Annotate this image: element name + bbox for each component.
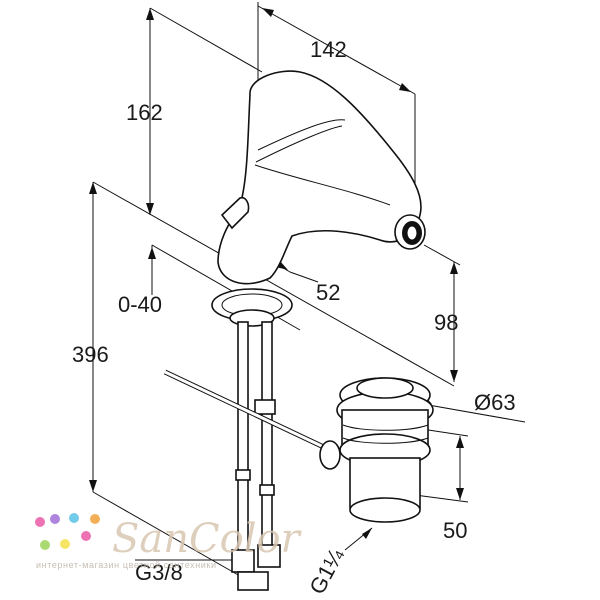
lever-handle: [220, 196, 250, 230]
dim-0-40-label: 0-40: [118, 292, 162, 317]
watermark: SanColor интернет-магазин цветной сантех…: [35, 513, 303, 570]
dim-98-label: 98: [434, 310, 458, 335]
logo-dot: [81, 531, 91, 541]
dim-52-label: 52: [316, 280, 340, 305]
pop-up-rod: [163, 369, 341, 470]
dim-g114-label: G1¼: [304, 544, 349, 598]
dim-50-label: 50: [443, 518, 467, 543]
dim-63-label: Ø63: [474, 390, 516, 415]
hose-nuts: [231, 544, 281, 591]
brand-logo: SanColor: [112, 516, 303, 562]
logo-dot: [69, 513, 79, 523]
logo-dot: [60, 539, 70, 549]
dim-g38-label: G3/8: [135, 560, 183, 585]
brand-tagline: интернет-магазин цветной сантехники: [36, 560, 217, 570]
dim-142-label: 142: [310, 37, 347, 62]
logo-dot: [40, 540, 50, 550]
logo-dot: [90, 514, 100, 524]
logo-dot: [50, 514, 60, 524]
pop-up-waste: [336, 377, 434, 523]
supply-hoses: [235, 321, 276, 553]
dim-396-label: 396: [72, 342, 109, 367]
swivel-nozzle: [394, 214, 426, 250]
logo-dot: [35, 517, 45, 527]
mounting-ring: [211, 288, 293, 327]
dim-162-label: 162: [126, 100, 163, 125]
faucet-body: [217, 70, 422, 285]
